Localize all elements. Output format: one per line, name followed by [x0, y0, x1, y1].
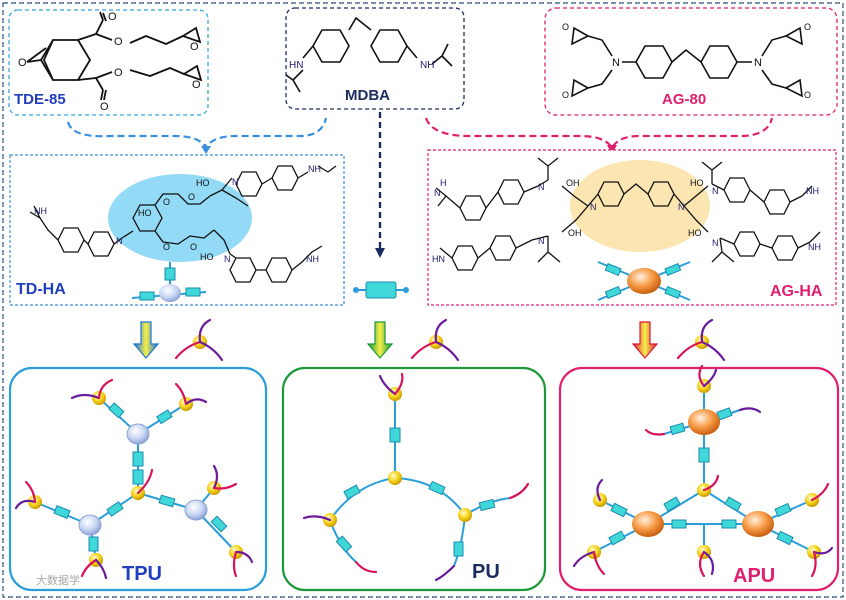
mdba-structure: [285, 16, 453, 93]
svg-text:HO: HO: [138, 208, 152, 218]
svg-text:H: H: [440, 178, 447, 188]
svg-text:O: O: [804, 22, 811, 32]
svg-text:O: O: [190, 41, 199, 53]
svg-text:N: N: [116, 236, 123, 246]
svg-text:O: O: [562, 22, 569, 32]
tdha-merge-brace: [66, 117, 328, 151]
agha-structure: [435, 157, 821, 271]
crosslinker-icon-tpu: [174, 318, 224, 362]
tde85-label: TDE-85: [14, 91, 66, 108]
svg-text:NH: NH: [808, 242, 821, 252]
apu-box: APU: [558, 364, 840, 592]
svg-text:N: N: [612, 57, 620, 69]
ag80-structure: [571, 26, 803, 98]
tdha-linker-icon: [131, 262, 207, 302]
agha-label: AG-HA: [770, 283, 823, 300]
svg-text:HN: HN: [432, 254, 445, 264]
tpu-label: TPU: [122, 563, 162, 585]
svg-text:OH: OH: [568, 228, 582, 238]
svg-text:N: N: [754, 57, 762, 69]
pu-box: PU: [281, 366, 547, 592]
tpu-box: TPU 大数据学: [8, 366, 268, 592]
arrow-pu: [366, 321, 394, 359]
svg-text:N: N: [232, 177, 239, 187]
svg-text:N: N: [224, 254, 231, 264]
tdha-core-highlight: [108, 174, 252, 262]
svg-text:O: O: [114, 36, 123, 48]
svg-text:HN: HN: [289, 60, 303, 71]
svg-text:O: O: [163, 242, 170, 252]
svg-text:O: O: [188, 192, 195, 202]
mdba-linker-icon: [353, 281, 409, 299]
svg-text:O: O: [18, 57, 27, 69]
agha-box: N N OH OH HO HO N N N N H N HN NH NH AG-…: [427, 149, 837, 306]
svg-text:N: N: [678, 202, 685, 212]
tde85-structure: O: [18, 11, 203, 101]
tdha-structure: [29, 165, 337, 283]
svg-text:HO: HO: [200, 252, 214, 262]
agha-linker-icon: [597, 261, 691, 301]
agha-core-highlight: [570, 160, 710, 252]
svg-text:O: O: [163, 197, 170, 207]
svg-text:N: N: [538, 236, 545, 246]
pu-label: PU: [472, 561, 500, 583]
svg-text:HO: HO: [688, 228, 702, 238]
arrow-tpu: [132, 321, 160, 359]
svg-text:NH: NH: [306, 254, 319, 264]
svg-text:O: O: [190, 242, 197, 252]
ag80-label: AG-80: [662, 91, 706, 108]
svg-text:NH: NH: [34, 206, 47, 216]
svg-text:N: N: [538, 182, 545, 192]
svg-text:HO: HO: [196, 178, 210, 188]
svg-text:NH: NH: [420, 60, 434, 71]
svg-text:O: O: [114, 67, 123, 79]
ag80-box: N N O O O O AG-80: [544, 7, 838, 116]
svg-text:N: N: [712, 238, 719, 248]
svg-text:NH: NH: [806, 186, 819, 196]
tdha-box: HO O O HO O O HO N N N NH NH NH TD-HA: [9, 154, 345, 306]
mdba-label: MDBA: [345, 87, 390, 104]
svg-text:N: N: [434, 188, 441, 198]
svg-text:N: N: [712, 186, 719, 196]
svg-text:O: O: [108, 11, 117, 23]
svg-text:OH: OH: [566, 178, 580, 188]
tdha-label: TD-HA: [16, 281, 66, 298]
tde85-box: O O O O O O O TDE-85: [8, 9, 209, 116]
mdba-box: HN NH MDBA: [285, 7, 465, 110]
arrow-apu: [631, 321, 659, 359]
crosslinker-icon-pu: [410, 318, 460, 362]
svg-text:HO: HO: [690, 178, 704, 188]
watermark: 大数据学: [36, 573, 80, 587]
agha-merge-brace: [424, 117, 774, 151]
svg-text:O: O: [100, 101, 109, 113]
crosslinker-icon-apu: [676, 318, 726, 362]
svg-text:O: O: [562, 90, 569, 100]
svg-text:O: O: [192, 79, 201, 91]
svg-text:O: O: [804, 90, 811, 100]
svg-text:NH: NH: [308, 164, 321, 174]
apu-label: APU: [733, 565, 775, 587]
svg-text:N: N: [590, 202, 597, 212]
